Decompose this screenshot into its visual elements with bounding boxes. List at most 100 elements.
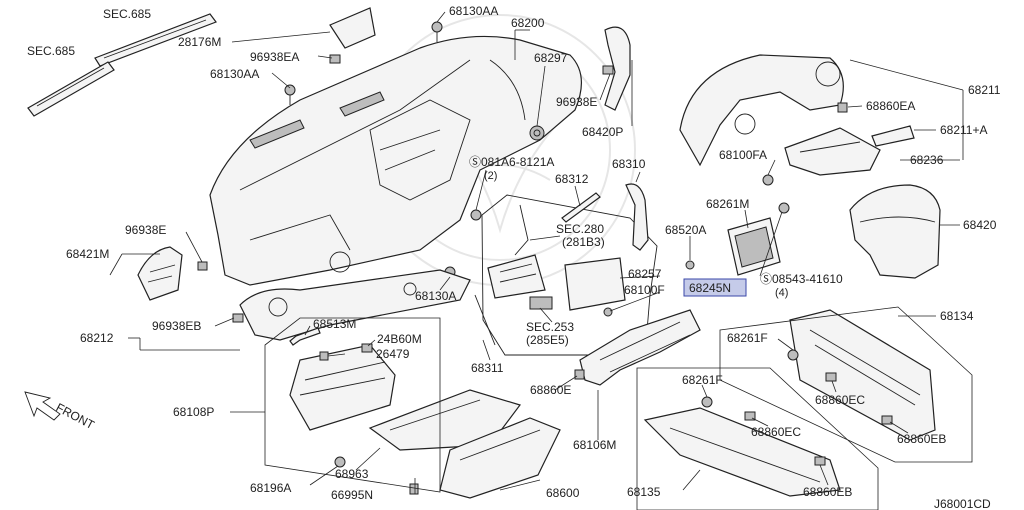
clip-68297[interactable] — [529, 125, 545, 141]
instrument-panel-68200[interactable] — [209, 35, 582, 286]
label-68261m[interactable]: 68261M — [706, 197, 749, 211]
clip-68860e[interactable] — [574, 369, 585, 380]
audio-bracket-sec280[interactable] — [487, 204, 546, 299]
label-96938e-top[interactable]: 96938E — [556, 95, 597, 109]
label-68420[interactable]: 68420 — [963, 218, 997, 232]
side-panel-68134[interactable] — [789, 309, 936, 441]
clip-68261f-b[interactable] — [701, 396, 713, 408]
label-96938e-left[interactable]: 96938E — [125, 223, 166, 237]
clip-68261f-a[interactable] — [787, 349, 799, 361]
label-68106m[interactable]: 68106M — [573, 438, 616, 452]
bracket-68211a[interactable] — [871, 125, 915, 147]
finisher-68257[interactable] — [564, 257, 626, 311]
label-68100f[interactable]: 68100F — [624, 283, 665, 297]
label-26479[interactable]: 26479 — [376, 347, 410, 361]
label-68211a[interactable]: 68211+A — [940, 123, 988, 137]
screw-68196a[interactable] — [334, 456, 346, 468]
label-96938ea[interactable]: 96938EA — [250, 50, 299, 64]
frame-glovebox-group — [264, 317, 441, 493]
dashboard-cover-28176m[interactable] — [329, 7, 376, 49]
trim-68310[interactable] — [625, 183, 649, 251]
clip-24b60m[interactable] — [361, 343, 373, 353]
label-sec253[interactable]: SEC.253 — [526, 320, 574, 334]
label-68200[interactable]: 68200 — [511, 16, 545, 30]
label-68135[interactable]: 68135 — [627, 485, 661, 499]
label-68420p[interactable]: 68420P — [582, 125, 623, 139]
label-68860ec-a[interactable]: 68860EC — [815, 393, 865, 407]
label-68236[interactable]: 68236 — [910, 153, 944, 167]
label-68312[interactable]: 68312 — [555, 172, 589, 186]
label-68130a[interactable]: 68130A — [415, 289, 456, 303]
label-66995n[interactable]: 66995N — [331, 488, 373, 502]
label-68520a[interactable]: 68520A — [665, 223, 706, 237]
sec685-top-strip[interactable] — [94, 13, 217, 67]
side-vent-68421m[interactable] — [137, 246, 183, 301]
label-08543[interactable]: Ⓢ08543-41610 — [760, 272, 843, 286]
label-68212[interactable]: 68212 — [80, 331, 114, 345]
rod-68513m[interactable] — [289, 327, 321, 346]
label-68860eb-b[interactable]: 68860EB — [803, 485, 852, 499]
cluster-hood-68211[interactable] — [679, 54, 844, 167]
label-68600[interactable]: 68600 — [546, 486, 580, 500]
label-68211[interactable]: 68211 — [968, 83, 1001, 97]
clip-96938e-top[interactable] — [602, 65, 614, 75]
label-68196a[interactable]: 68196A — [250, 481, 291, 495]
sec685-left-strip[interactable] — [27, 61, 115, 117]
label-68513m[interactable]: 68513M — [313, 317, 356, 331]
label-68257[interactable]: 68257 — [628, 267, 662, 281]
lower-panel-68212[interactable] — [239, 269, 471, 341]
label-68130aa-left[interactable]: 68130AA — [210, 67, 259, 81]
label-68261f-b[interactable]: 68261F — [682, 373, 723, 387]
clip-68860eb-a[interactable] — [881, 415, 893, 425]
column-cover-68420[interactable] — [849, 184, 941, 279]
label-68860ea[interactable]: 68860EA — [866, 99, 915, 113]
label-68245n[interactable]: 68245N — [689, 281, 731, 295]
lower-cover-68135[interactable] — [643, 407, 841, 497]
screw-68130aa-left[interactable] — [284, 84, 296, 105]
label-sec685-left[interactable]: SEC.685 — [27, 44, 75, 58]
label-68421m[interactable]: 68421M — [66, 247, 109, 261]
clip-68860ec-a[interactable] — [825, 372, 837, 382]
label-68261f-a[interactable]: 68261F — [727, 331, 768, 345]
label-68297[interactable]: 68297 — [534, 51, 568, 65]
clip-68860ea[interactable] — [837, 102, 848, 113]
cluster-lid-68420p[interactable] — [604, 26, 631, 111]
label-68100fa[interactable]: 68100FA — [719, 148, 767, 162]
label-081a6[interactable]: Ⓢ081A6-8121A — [469, 155, 554, 169]
glovebox-68108p[interactable] — [289, 344, 396, 431]
label-68963[interactable]: 68963 — [335, 467, 369, 481]
bracket-68236[interactable] — [784, 127, 881, 176]
label-68860ec-b[interactable]: 68860EC — [751, 425, 801, 439]
label-68860e[interactable]: 68860E — [530, 383, 571, 397]
label-sec280[interactable]: SEC.280 — [556, 222, 604, 236]
label-68108p[interactable]: 68108P — [173, 405, 214, 419]
label-28176m[interactable]: 28176M — [178, 35, 221, 49]
bolt-081a6[interactable] — [470, 209, 482, 221]
label-68860eb-a[interactable]: 68860EB — [897, 432, 946, 446]
screw-68520a[interactable] — [685, 260, 695, 270]
clip-96938ea[interactable] — [329, 54, 341, 64]
clip-sec253[interactable] — [529, 296, 553, 310]
label-sec685-top[interactable]: SEC.685 — [103, 7, 151, 21]
clip-68860ec-b[interactable] — [744, 411, 756, 421]
label-68310[interactable]: 68310 — [612, 157, 646, 171]
screw-68100fa[interactable] — [762, 174, 774, 186]
rod-68311[interactable] — [474, 294, 496, 346]
strip-68312[interactable] — [561, 192, 601, 223]
clip-96938e-left[interactable] — [197, 261, 208, 271]
clip-96938eb[interactable] — [232, 313, 244, 323]
screw-08543[interactable] — [778, 202, 790, 214]
clip-68860eb-b[interactable] — [814, 456, 826, 466]
label-96938eb[interactable]: 96938EB — [152, 319, 201, 333]
label-68311[interactable]: 68311 — [471, 361, 504, 375]
frame-68135-group — [636, 367, 879, 510]
screw-68100f[interactable] — [603, 307, 613, 317]
label-68134[interactable]: 68134 — [940, 309, 974, 323]
label-68130aa-top[interactable]: 68130AA — [449, 4, 498, 18]
glovebox-inner-68963[interactable] — [368, 389, 521, 451]
clip-26479[interactable] — [319, 351, 329, 361]
console-bracket-68106m[interactable] — [579, 309, 701, 386]
clip-66995n[interactable] — [409, 483, 419, 495]
label-24b60m[interactable]: 24B60M — [377, 332, 422, 346]
display-68261m[interactable] — [727, 217, 781, 276]
